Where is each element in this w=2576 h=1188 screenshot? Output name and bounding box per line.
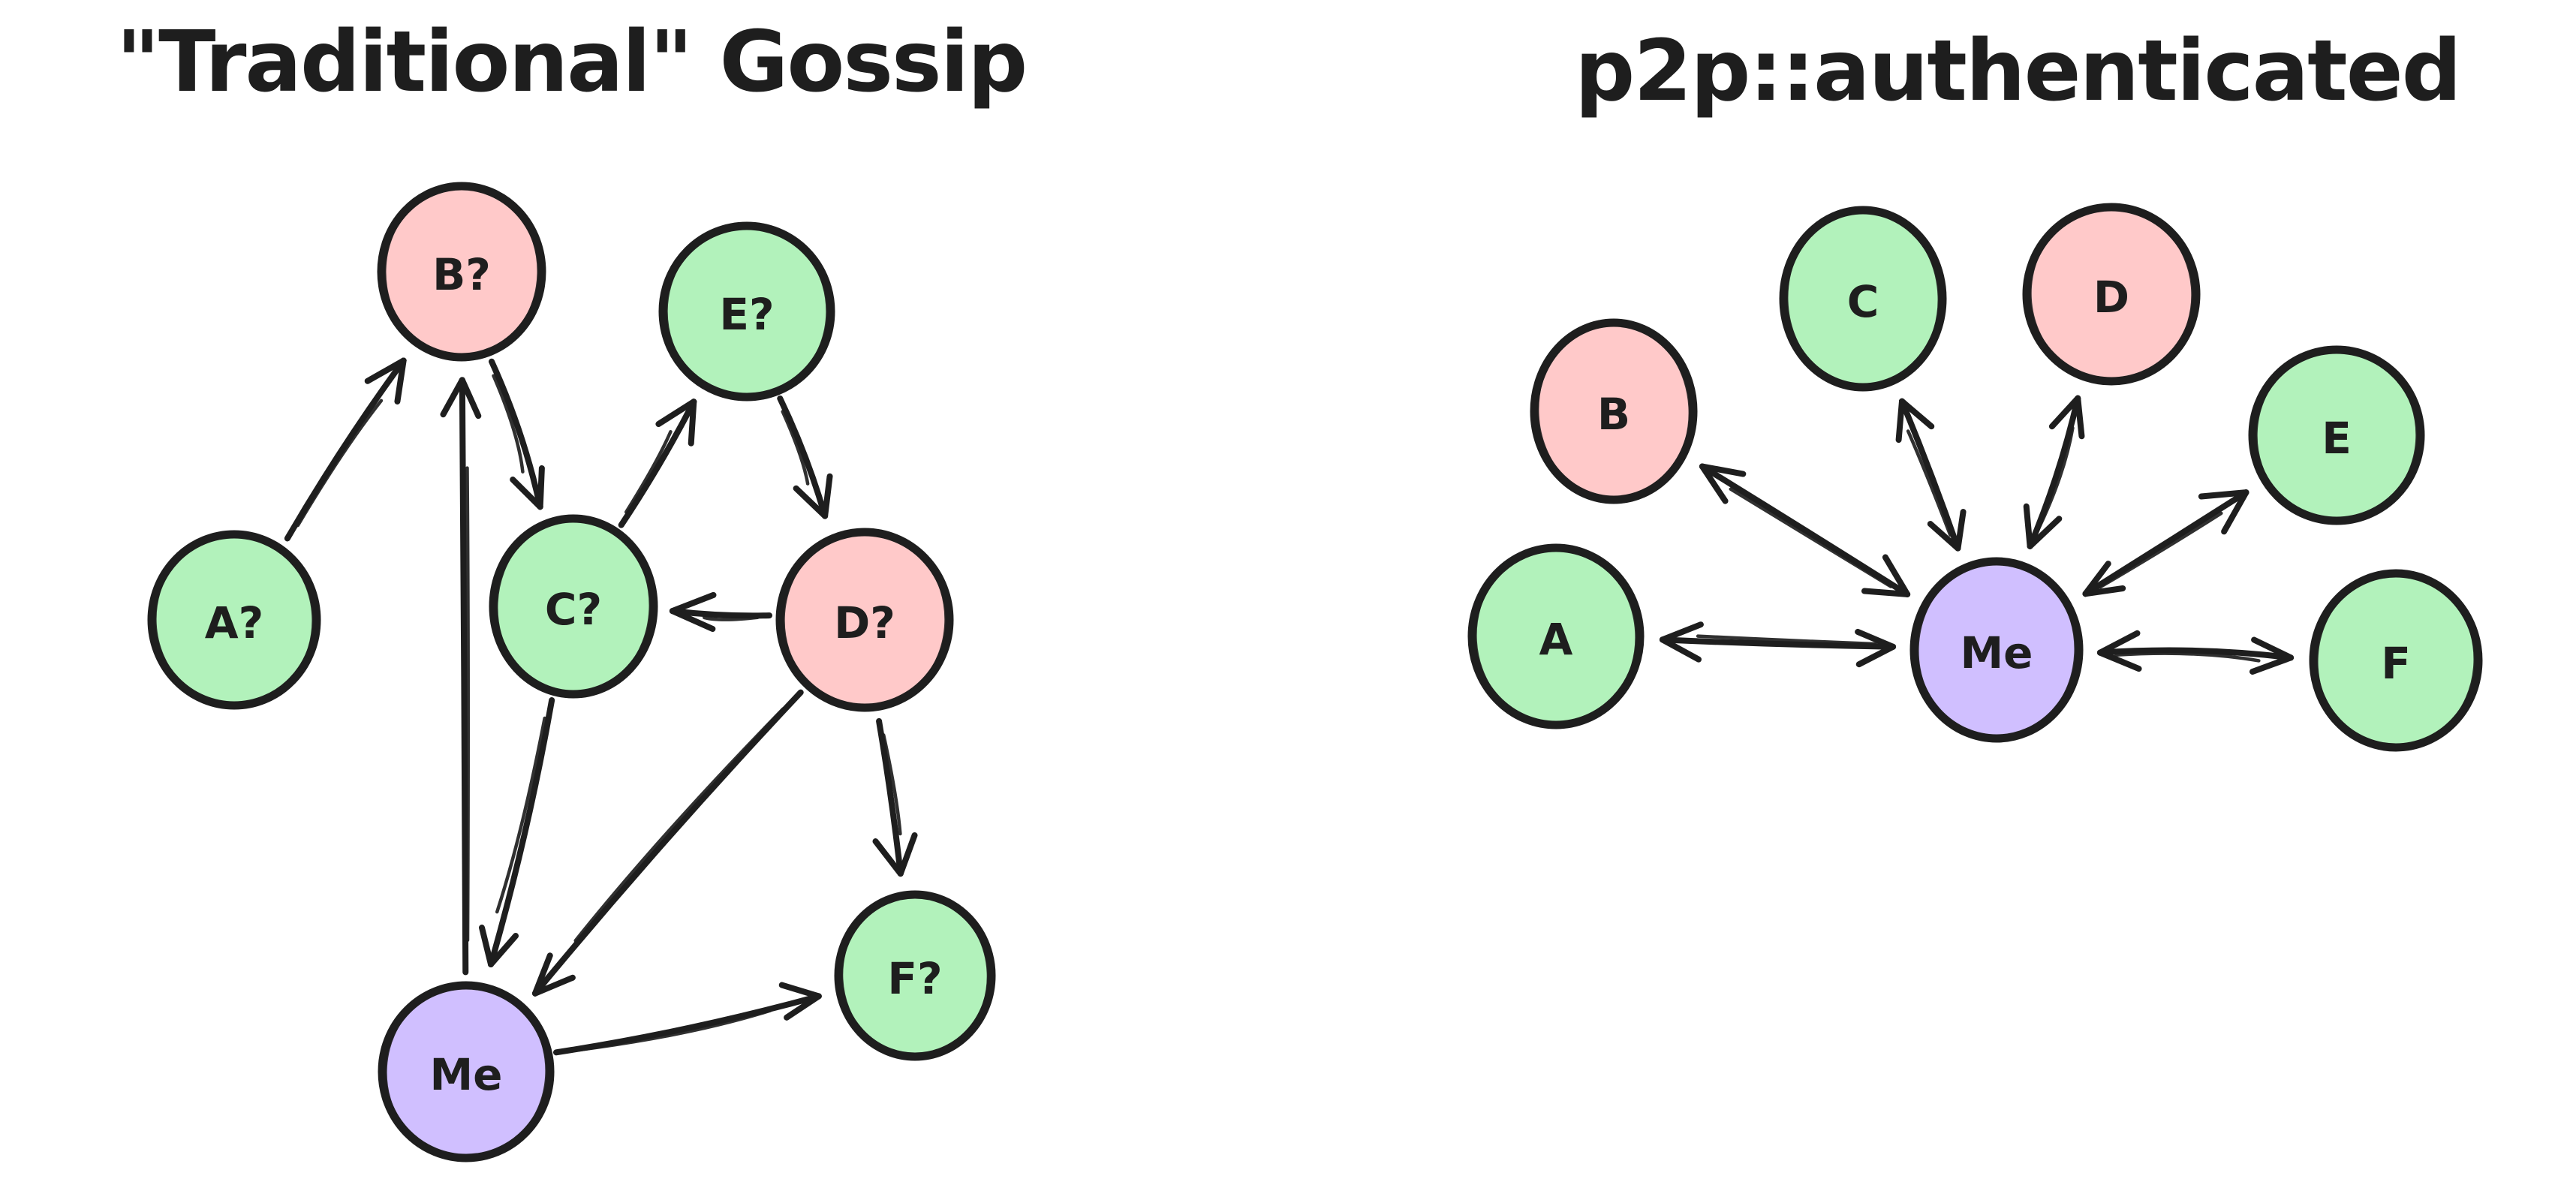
traditional-gossip-edge-C-E [618, 399, 697, 528]
panel-p2p-authenticated: A B C D E F Me [1467, 203, 2483, 752]
p2p-authenticated-edge-Me-F [2096, 630, 2295, 675]
traditional-gossip-node-label-C: C? [545, 584, 602, 635]
p2p-authenticated-nodes: A B C D E F Me [1467, 203, 2483, 752]
traditional-gossip-edge-D-F [872, 717, 918, 877]
traditional-gossip-edge-D-C [669, 591, 773, 632]
p2p-authenticated-edge-Me-D [2023, 395, 2085, 549]
p2p-authenticated-node-D: D [2022, 203, 2201, 386]
node-ellipse-sketch [2253, 345, 2420, 525]
traditional-gossip-edge-Me-B [440, 377, 482, 976]
traditional-gossip-node-Me: Me [378, 981, 555, 1162]
p2p-authenticated-node-label-Me: Me [1960, 627, 2033, 678]
p2p-authenticated-edges [1659, 395, 2295, 675]
node-ellipse-sketch [1534, 318, 1693, 504]
traditional-gossip-node-D: D? [775, 528, 954, 712]
node-ellipse-sketch [781, 528, 949, 712]
p2p-authenticated-node-B: B [1530, 318, 1698, 504]
p2p-authenticated-edge-Me-B [1699, 463, 1911, 597]
traditional-gossip-edge-C-Me [478, 697, 555, 967]
node-ellipse-sketch [1915, 557, 2078, 743]
node-ellipse-sketch [664, 221, 830, 402]
traditional-gossip-node-label-A: A? [205, 597, 264, 648]
traditional-gossip-node-label-E: E? [719, 289, 774, 340]
node-ellipse-sketch [1783, 206, 1943, 392]
traditional-gossip-node-B: B? [377, 182, 546, 362]
traditional-gossip-node-label-B: B? [432, 249, 491, 300]
node-ellipse-sketch [838, 891, 992, 1060]
p2p-authenticated-node-Me: Me [1909, 557, 2084, 743]
traditional-gossip-nodes: A? B? C? D? E? F? Me [147, 182, 996, 1162]
node-ellipse-sketch [383, 981, 549, 1162]
traditional-gossip-node-C: C? [489, 514, 658, 699]
p2p-authenticated-node-label-E: E [2322, 413, 2352, 464]
traditional-gossip-node-F: F? [834, 890, 996, 1061]
traditional-gossip-edge-Me-F [552, 982, 822, 1056]
p2p-authenticated-node-label-D: D [2093, 272, 2129, 323]
p2p-authenticated-node-label-C: C [1847, 276, 1879, 327]
traditional-gossip-edge-D-Me [531, 689, 804, 997]
node-ellipse-sketch [381, 182, 542, 362]
panel-traditional-gossip: A? B? C? D? E? F? Me [147, 182, 996, 1162]
p2p-authenticated-node-label-B: B [1597, 389, 1630, 440]
p2p-authenticated-edge-Me-E [2082, 489, 2249, 597]
traditional-gossip-node-A: A? [147, 530, 321, 710]
p2p-authenticated-node-label-A: A [1539, 614, 1573, 665]
traditional-gossip-edge-B-C [488, 358, 545, 510]
traditional-gossip-node-label-D: D? [834, 597, 895, 648]
p2p-authenticated-node-label-F: F [2381, 638, 2411, 689]
traditional-gossip-edges [284, 357, 918, 1056]
p2p-authenticated-node-C: C [1779, 206, 1947, 392]
p2p-authenticated-edge-Me-C [1895, 398, 1967, 552]
node-ellipse-sketch [493, 514, 654, 699]
node-ellipse-sketch [152, 530, 316, 710]
right-panel-title: p2p::authenticated [1575, 23, 2462, 120]
traditional-gossip-node-label-F: F? [887, 953, 942, 1004]
node-ellipse-sketch [2314, 569, 2478, 752]
traditional-gossip-edge-A-B [284, 357, 407, 542]
p2p-authenticated-node-A: A [1467, 543, 1645, 729]
p2p-authenticated-node-E: E [2248, 345, 2425, 525]
traditional-gossip-node-label-Me: Me [429, 1049, 502, 1100]
p2p-authenticated-node-F: F [2309, 569, 2483, 752]
traditional-gossip-edge-E-D [777, 395, 833, 519]
traditional-gossip-node-E: E? [658, 221, 835, 402]
p2p-authenticated-edge-Me-A [1659, 621, 1897, 668]
left-panel-title: "Traditional" Gossip [116, 14, 1028, 111]
node-ellipse-sketch [1473, 543, 1639, 729]
node-ellipse-sketch [2027, 203, 2195, 386]
